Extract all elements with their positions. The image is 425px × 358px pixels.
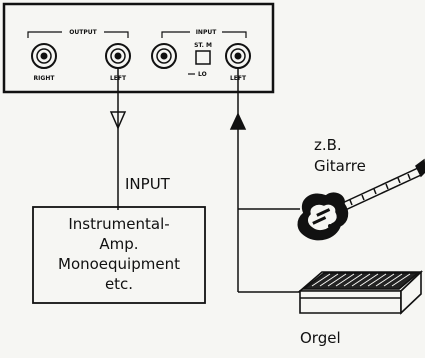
amp-line-3: Monoequipment (58, 255, 180, 273)
input-group-bracket (161, 31, 247, 38)
cable-output-to-amp (109, 68, 127, 210)
cable-instruments-to-input (229, 68, 300, 293)
amp-line-4: etc. (105, 275, 133, 293)
jack-output-left[interactable] (105, 43, 131, 69)
device-panel (2, 2, 275, 94)
jack-input-left[interactable] (225, 43, 251, 69)
arrow-up-icon (229, 112, 247, 130)
output-group-label: OUTPUT (69, 29, 97, 36)
arrow-down-icon (109, 111, 127, 130)
guitar-label-line-2: Gitarre (314, 157, 366, 175)
amp-line-2: Amp. (99, 235, 138, 253)
amplifier-box (32, 206, 206, 304)
amp-line-1: Instrumental- (68, 215, 169, 233)
guitar-icon (297, 158, 425, 241)
mode-switch[interactable] (195, 50, 211, 65)
switch-bottom-label: LO (198, 71, 207, 78)
organ-icon (297, 270, 424, 315)
jack-input-right[interactable] (151, 43, 177, 69)
organ-label: Orgel (300, 329, 341, 347)
input-group-label: INPUT (196, 29, 218, 36)
guitar-label-line-1: z.B. (314, 136, 342, 154)
amp-input-label: INPUT (125, 175, 171, 193)
jack-output-right-label: RIGHT (34, 75, 56, 82)
output-group-bracket (27, 31, 129, 38)
jack-output-right[interactable] (31, 43, 57, 69)
switch-top-label: ST. M (194, 42, 212, 49)
